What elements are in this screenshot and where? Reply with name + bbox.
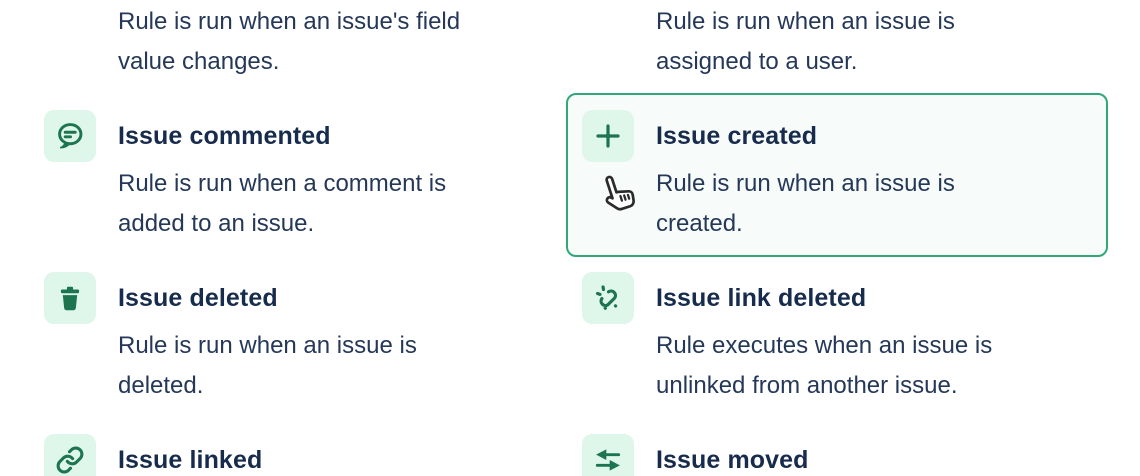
broken-link-icon: [582, 272, 634, 324]
trigger-title: Issue deleted: [118, 284, 278, 312]
trigger-item-issue-created[interactable]: Issue created Rule is run when an issue …: [582, 110, 1087, 244]
trigger-item-issue-link-deleted[interactable]: Issue link deleted Rule executes when an…: [582, 272, 1087, 406]
trigger-title: Issue linked: [118, 446, 263, 474]
trigger-item-issue-commented[interactable]: Issue commented Rule is run when a comme…: [44, 110, 549, 244]
trigger-description: Rule is run when an issue's field value …: [118, 8, 461, 75]
trigger-item-issue-assigned[interactable]: Rule is run when an issue is assigned to…: [582, 0, 1087, 82]
trigger-item-issue-moved[interactable]: Issue moved: [582, 434, 1087, 476]
link-icon: [44, 434, 96, 476]
selected-trigger-card[interactable]: [566, 93, 1108, 257]
transfer-arrows-icon: [582, 434, 634, 476]
trigger-title: Issue created: [656, 122, 818, 150]
comment-icon: [44, 110, 96, 162]
trigger-title: Issue moved: [656, 446, 809, 474]
trigger-description: Rule is run when an issue is assigned to…: [656, 8, 955, 75]
trash-icon: [44, 272, 96, 324]
trigger-title: Issue commented: [118, 122, 331, 150]
trigger-item-issue-linked[interactable]: Issue linked: [44, 434, 549, 476]
plus-icon: [582, 110, 634, 162]
trigger-title: Issue link deleted: [656, 284, 867, 312]
trigger-item-field-value-changed[interactable]: Rule is run when an issue's field value …: [44, 0, 549, 82]
trigger-description: Rule executes when an issue is unlinked …: [656, 332, 993, 399]
trigger-description: Rule is run when a comment is added to a…: [118, 170, 447, 237]
trigger-item-issue-deleted[interactable]: Issue deleted Rule is run when an issue …: [44, 272, 549, 406]
trigger-description: Rule is run when an issue is deleted.: [118, 332, 417, 399]
trigger-description: Rule is run when an issue is created.: [656, 170, 955, 237]
